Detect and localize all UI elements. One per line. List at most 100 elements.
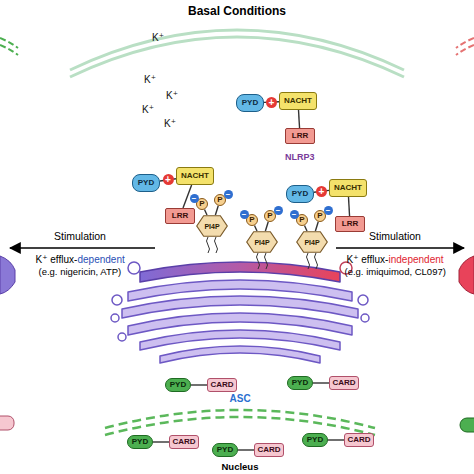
node-text: P bbox=[249, 216, 254, 224]
charge-sign: − bbox=[274, 206, 283, 215]
stimulus-label: Stimulation bbox=[54, 230, 106, 242]
charge-sign: + bbox=[266, 97, 277, 108]
node-text: PYD bbox=[138, 179, 154, 187]
node-text: PI4P bbox=[204, 223, 219, 230]
golgi-vesicle bbox=[112, 295, 122, 305]
node-text: CARD bbox=[347, 436, 370, 444]
lipid-tail bbox=[265, 253, 268, 269]
golgi-vesicle bbox=[111, 314, 119, 322]
protein-fragment bbox=[460, 418, 474, 432]
example-label: (e.g. nigericin, ATP) bbox=[39, 267, 122, 278]
hexagon-shape bbox=[247, 232, 278, 253]
charge-sign: + bbox=[163, 174, 174, 185]
node-text: PYD bbox=[307, 436, 323, 444]
domain-linker bbox=[191, 384, 207, 385]
node-text: P bbox=[217, 196, 222, 204]
asc-pyd: PYD bbox=[127, 435, 153, 449]
domain-linker bbox=[315, 222, 318, 231]
asc-pyd: PYD bbox=[165, 378, 191, 392]
node-text: CARD bbox=[257, 446, 280, 454]
golgi-vesicle bbox=[128, 262, 140, 274]
pathway-label: K⁺ efflux- bbox=[36, 254, 78, 266]
node-text: LRR bbox=[172, 212, 188, 220]
pathway-label: independent bbox=[389, 254, 444, 266]
node-text: NACHT bbox=[284, 97, 312, 105]
lipid-tail bbox=[207, 237, 210, 253]
domain-linker bbox=[299, 110, 300, 128]
pathway-label: dependent bbox=[78, 254, 125, 266]
stimulation-arrow bbox=[336, 247, 464, 249]
domain-linker bbox=[238, 449, 254, 450]
lrr-domain: LRR bbox=[335, 216, 365, 232]
domain-linker bbox=[153, 441, 169, 442]
domain-linker bbox=[328, 439, 344, 440]
golgi-fragment bbox=[0, 256, 15, 294]
pi4p-lipid: PI4P bbox=[196, 215, 228, 237]
charge-sign: − bbox=[190, 194, 199, 203]
charge-sign: − bbox=[240, 210, 249, 219]
membrane-fragment bbox=[0, 45, 18, 55]
golgi-vesicle bbox=[361, 314, 369, 322]
domain-linker bbox=[313, 382, 329, 383]
golgi-fragment bbox=[459, 256, 474, 294]
pyd-domain: PYD bbox=[236, 94, 264, 112]
asc-pyd: PYD bbox=[302, 433, 328, 447]
node-text: PYD bbox=[292, 190, 308, 198]
charge-sign: + bbox=[316, 186, 327, 197]
connector-group bbox=[153, 102, 350, 450]
node-text: PYD bbox=[217, 446, 233, 454]
node-text: P bbox=[267, 212, 272, 220]
node-text: PYD bbox=[170, 381, 186, 389]
nuclear-envelope bbox=[105, 417, 375, 435]
lrr-domain: LRR bbox=[285, 128, 315, 144]
asc-pyd: PYD bbox=[212, 443, 238, 457]
node-text: PYD bbox=[242, 99, 258, 107]
cell-membrane bbox=[70, 37, 404, 77]
lipid-tail bbox=[307, 253, 310, 269]
node-text: PYD bbox=[292, 379, 308, 387]
pathway-label: K⁺ efflux- bbox=[347, 254, 389, 266]
node-text: CARD bbox=[210, 381, 233, 389]
protein-name: ASC bbox=[230, 393, 251, 405]
domain-linker bbox=[215, 206, 218, 215]
charge-sign: − bbox=[290, 210, 299, 219]
node-text: CARD bbox=[172, 438, 195, 446]
node-text: PI4P bbox=[304, 239, 319, 246]
pi4p-lipid: PI4P bbox=[296, 231, 328, 253]
hexagon-shape bbox=[197, 216, 228, 237]
domain-linker bbox=[204, 209, 207, 215]
lipid-tail bbox=[315, 253, 318, 269]
domain-linker bbox=[349, 197, 350, 216]
asc-card: CARD bbox=[344, 433, 374, 447]
golgi-cisterna bbox=[160, 346, 320, 363]
asc-card: CARD bbox=[254, 443, 284, 457]
diagram-title: Basal Conditions bbox=[188, 5, 286, 18]
membrane-fragment bbox=[456, 45, 474, 55]
ion-label: K⁺ bbox=[166, 90, 178, 102]
lipid-tail bbox=[257, 253, 260, 269]
protein-name: NLRP3 bbox=[285, 152, 315, 162]
lipid-tail bbox=[215, 237, 218, 253]
node-text: LRR bbox=[342, 220, 358, 228]
nacht-domain: NACHT bbox=[176, 167, 214, 185]
stimulus-label: Stimulation bbox=[369, 230, 421, 242]
node-text: NACHT bbox=[334, 184, 362, 192]
node-text: P bbox=[317, 212, 322, 220]
domain-linker bbox=[304, 225, 307, 231]
pyd-domain: PYD bbox=[286, 185, 314, 203]
lrr-domain: LRR bbox=[165, 208, 195, 224]
protein-fragment bbox=[0, 416, 14, 430]
ion-label: K⁺ bbox=[152, 32, 164, 44]
node-text: P bbox=[299, 216, 304, 224]
pyd-domain: PYD bbox=[132, 174, 160, 192]
node-text: PI4P bbox=[254, 239, 269, 246]
charge-sign: − bbox=[224, 190, 233, 199]
asc-card: CARD bbox=[169, 435, 199, 449]
asc-pyd: PYD bbox=[287, 376, 313, 390]
charge-sign: − bbox=[324, 206, 333, 215]
nacht-domain: NACHT bbox=[329, 179, 367, 197]
node-text: PYD bbox=[132, 438, 148, 446]
ion-label: K⁺ bbox=[164, 118, 176, 130]
node-text: P bbox=[199, 200, 204, 208]
compartment-label: Nucleus bbox=[222, 462, 259, 473]
